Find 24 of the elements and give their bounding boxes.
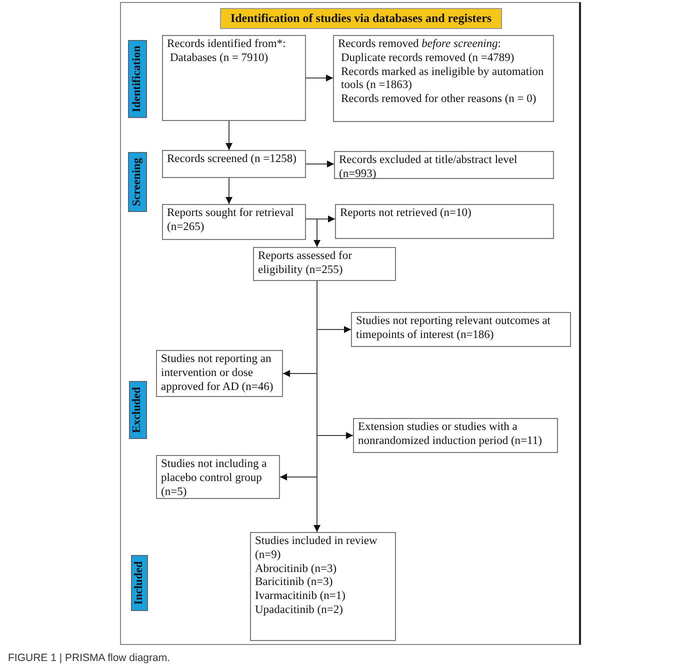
process-box: Reports sought for retrieval (n=265): [162, 204, 306, 240]
process-box: Records excluded at title/abstract level (n=993): [334, 151, 554, 179]
arrow: [314, 280, 320, 532]
process-box: Records identified from*: Databases (n = 7910): [162, 35, 306, 121]
arrow: [226, 120, 232, 150]
process-box: Records removed before screening: Duplicate records removed (n =4789) Records marked as ineligible by automation tools (n =1863) Records removed for other reasons (n = 0): [333, 35, 554, 122]
arrow: [226, 178, 232, 204]
figure-caption: FIGURE 1 | PRISMA flow diagram.: [8, 652, 170, 664]
process-box: Reports assessed for eligibility (n=255): [253, 247, 396, 281]
process-box: Reports not retrieved (n=10): [335, 204, 554, 239]
process-box: Extension studies or studies with a nonrandomized induction period (n=11): [353, 418, 558, 453]
process-box: Records screened (n =1258): [162, 150, 306, 178]
stage-tab: Excluded: [129, 381, 147, 439]
stage-tab: Screening: [128, 152, 147, 212]
stage-tab: Included: [131, 555, 148, 611]
stage-tab: Identification: [128, 40, 147, 118]
arrow: [306, 218, 320, 248]
process-box: Studies included in review (n=9) Abrocitinib (n=3) Baricitinib (n=3) Ivarmacitinib (n=1) Upadacitinib (n=2): [250, 532, 396, 641]
process-box: Studies not including a placebo control group (n=5): [156, 455, 280, 499]
arrow: [306, 74, 334, 82]
process-box: Studies not reporting an intervention or dose approved for AD (n=46): [156, 350, 283, 397]
title-banner: Identification of studies via databases and registers: [220, 8, 502, 29]
process-box: Studies not reporting relevant outcomes at timepoints of interest (n=186): [351, 312, 571, 347]
arrow: [306, 160, 334, 168]
